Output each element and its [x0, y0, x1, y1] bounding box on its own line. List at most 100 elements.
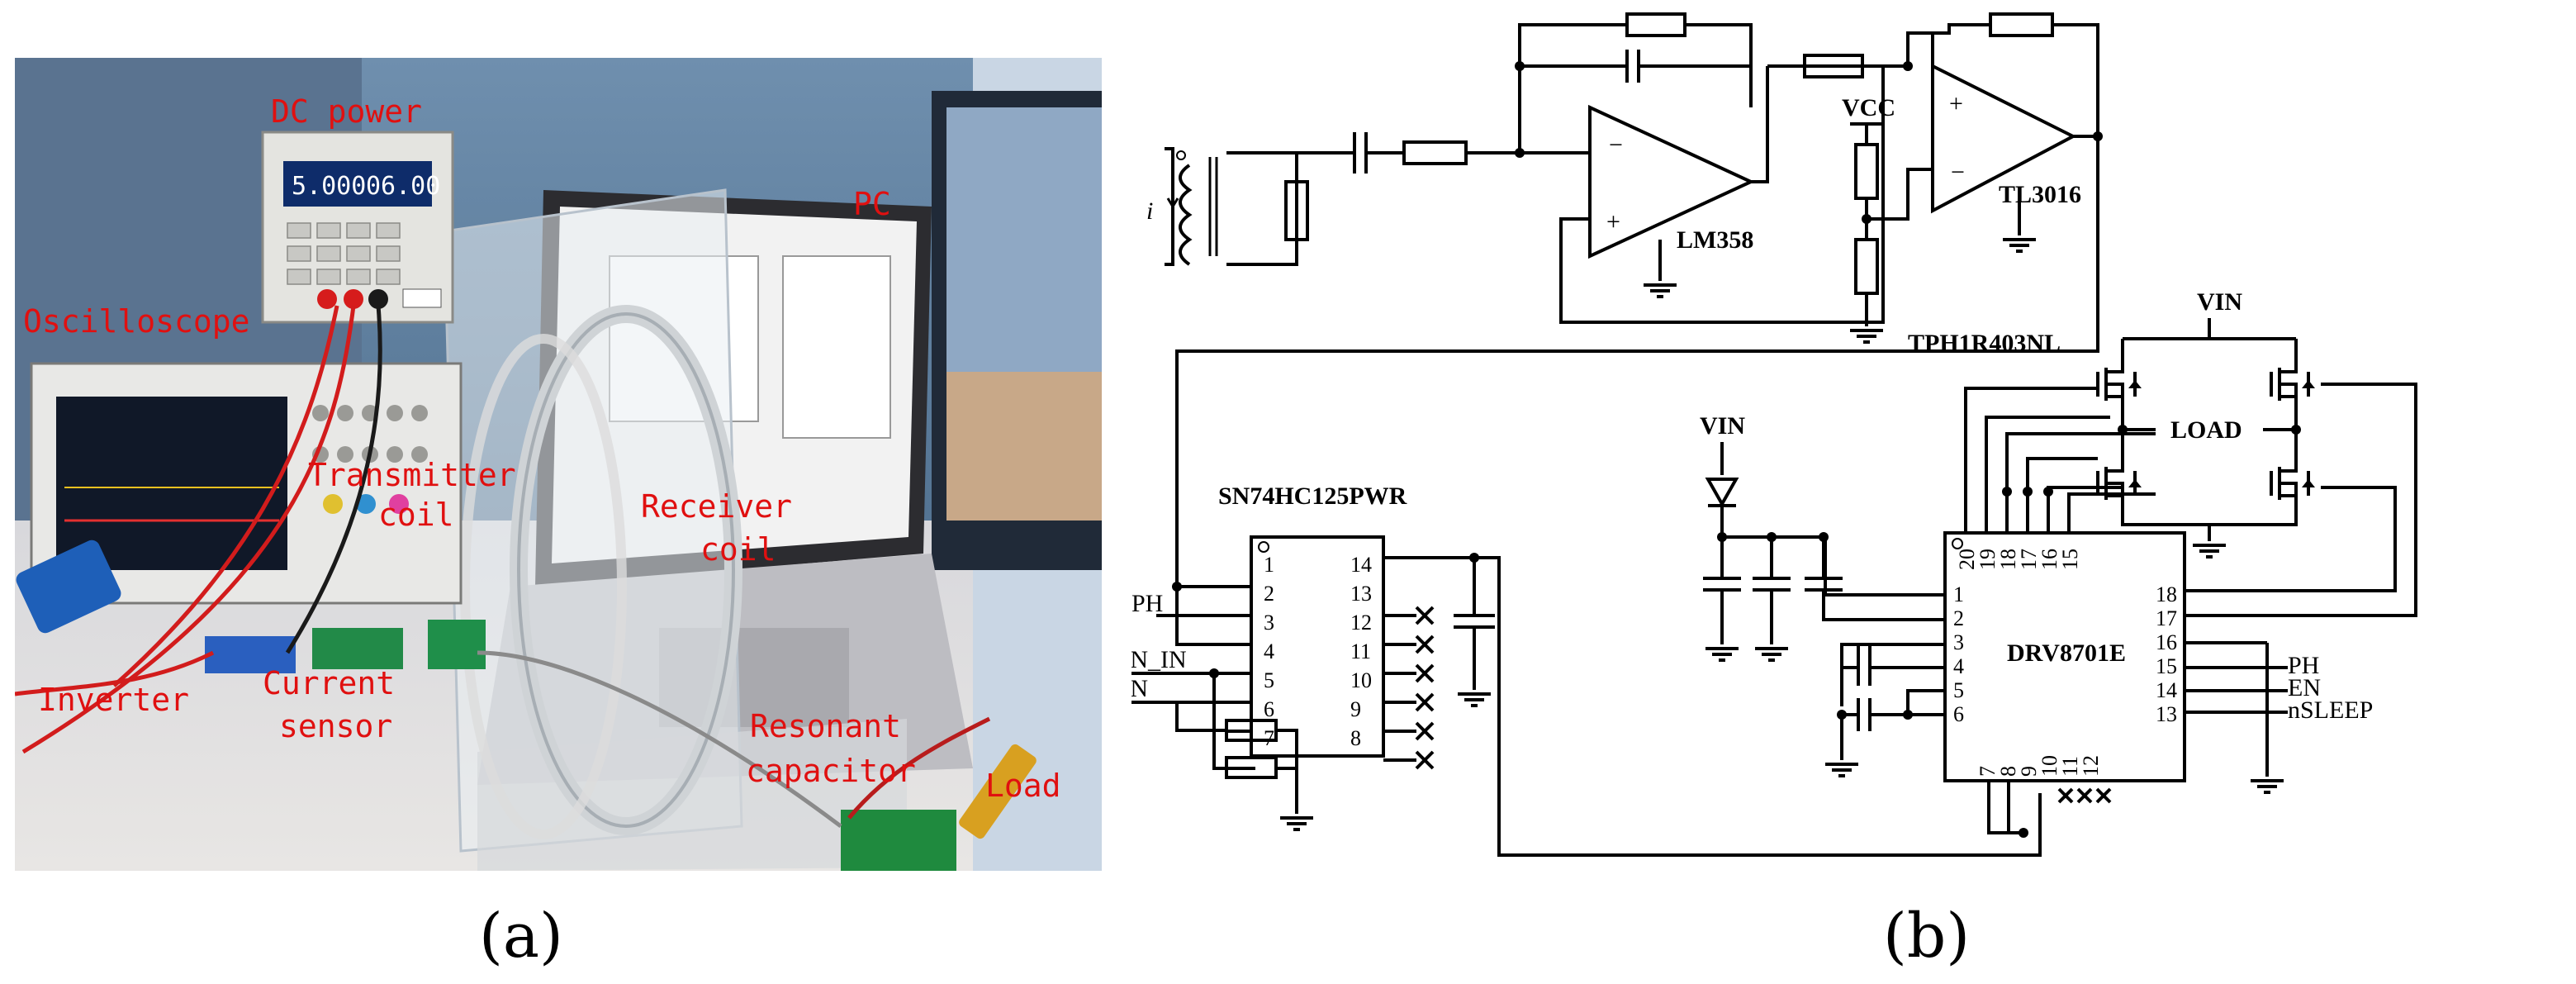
buffer-pin-2: 2 [1264, 582, 1274, 606]
drv-pin-bottom-9: 9 [2017, 766, 2041, 777]
load-label: LOAD [2170, 416, 2242, 444]
ground-icon [2251, 779, 2284, 794]
drv-pin-3: 3 [1953, 630, 1964, 654]
resonant-capacitor-board [841, 810, 956, 871]
drv-pin-6: 6 [1953, 702, 1964, 726]
svg-text:−: − [1609, 131, 1623, 159]
psu-current-display: 06.00 [366, 172, 440, 201]
current-symbol: i [1146, 197, 1153, 225]
h-bridge-mosfets [2096, 364, 2315, 504]
label-resonant-capacitor-2: capacitor [746, 753, 916, 789]
sn74hc125-label: SN74HC125PWR [1218, 482, 1407, 510]
vin-label-left: VIN [1700, 412, 1745, 440]
inverter-board [205, 636, 296, 673]
circuit-schematic: i − + LM358 VCC [1131, 12, 2417, 857]
caption-a: (a) [479, 901, 563, 972]
feedback-resistor [1625, 12, 1686, 37]
buffer-pin-12: 12 [1350, 611, 1372, 635]
ground-icon [1644, 283, 1677, 298]
x-mark [1383, 635, 1435, 654]
svg-text:+: + [1949, 90, 1963, 117]
drv-pin-13: 13 [2156, 702, 2177, 726]
signal-en-left: EN [1131, 675, 1148, 702]
label-dc-power: DC power [271, 93, 422, 130]
signal-ph-right: PH [2288, 652, 2319, 679]
mosfet-icon [2270, 364, 2315, 405]
ground-icon [2193, 544, 2226, 559]
drv-pin-17: 17 [2156, 606, 2177, 630]
oscilloscope [30, 362, 463, 605]
caption-b: (b) [1883, 901, 1971, 972]
buffer-pin-3: 3 [1264, 611, 1274, 635]
mosfet-icon [2096, 463, 2142, 504]
ground-icon [1458, 692, 1491, 707]
lm358-opamp: − + LM358 [1588, 104, 1755, 259]
divider-resistor-bottom [1854, 238, 1879, 295]
drv-pin-bottom-12: 12 [2079, 755, 2103, 777]
buffer-pin-13: 13 [1350, 582, 1372, 606]
diode-icon [1705, 478, 1739, 508]
ground-icon [1705, 647, 1788, 662]
drv-pin-top-18: 18 [1996, 549, 2020, 570]
x-mark [1383, 692, 1435, 712]
battery-pack [16, 540, 121, 634]
input-resistor [1402, 140, 1468, 165]
label-inverter: Inverter [38, 682, 189, 718]
buffer-pin-14: 14 [1350, 553, 1372, 577]
drv-pin-bottom-10: 10 [2038, 755, 2061, 777]
mosfet-icon [2270, 463, 2315, 504]
dc-power-supply: 5.000 06.00 [261, 131, 454, 324]
buffer-pin-11: 11 [1350, 639, 1371, 663]
ground-icon [1850, 329, 1883, 344]
input-capacitors [1703, 537, 1945, 644]
drv-pin-2: 2 [1953, 606, 1964, 630]
unused-pin-marks [1383, 606, 1435, 770]
label-load: Load [985, 768, 1061, 804]
mosfet-label: TPH1R403NL [1908, 330, 2061, 357]
current-transformer: i [1146, 147, 1218, 266]
x-mark [1383, 606, 1435, 625]
psu-voltage-display: 5.000 [292, 172, 366, 201]
buffer-pin-1: 1 [1264, 553, 1274, 577]
drv-pin-top-20: 20 [1955, 549, 1979, 570]
signal-ph-left: PH [1131, 590, 1163, 617]
drv-pin-4: 4 [1953, 654, 1964, 678]
drv-pin-18: 18 [2156, 582, 2177, 606]
unused-pin-marks [2057, 787, 2112, 804]
label-transmitter-coil-1: Transmitter [308, 457, 516, 493]
drv-pin-15: 15 [2156, 654, 2177, 678]
drv-pin-bottom-8: 8 [1996, 766, 2020, 777]
drv-pin-bottom-7: 7 [1976, 766, 2000, 777]
ground-icon [1280, 816, 1313, 831]
vcc-label: VCC [1842, 94, 1895, 121]
ground-icon [2003, 238, 2036, 253]
drv-pin-16: 16 [2156, 630, 2177, 654]
buffer-pin-6: 6 [1264, 697, 1274, 721]
x-mark [1383, 750, 1435, 770]
label-resonant-capacitor-1: Resonant [750, 708, 901, 744]
load-resistor [959, 744, 1037, 839]
signal-en-right: EN [2288, 674, 2321, 701]
buffer-pin-10: 10 [1350, 668, 1372, 692]
hysteresis-resistor [1989, 12, 2054, 37]
lm358-label: LM358 [1677, 226, 1753, 254]
buffer-pin-9: 9 [1350, 697, 1361, 721]
monitor [932, 91, 1102, 570]
ground-icon [1825, 763, 1858, 777]
vin-label-right: VIN [2197, 288, 2242, 316]
label-transmitter-coil-2: coil [378, 497, 454, 533]
buffer-pin-5: 5 [1264, 668, 1274, 692]
drv-pin-5: 5 [1953, 678, 1964, 702]
x-mark [1383, 721, 1435, 741]
tl3016-label: TL3016 [1999, 181, 2081, 208]
label-pc: PC [853, 186, 891, 222]
drv-pin-top-16: 16 [2038, 549, 2061, 570]
signal-en-in: EN_IN [1131, 646, 1187, 673]
buffer-pin-8: 8 [1350, 726, 1361, 750]
drv8701e-label: DRV8701E [2007, 639, 2126, 667]
drv-pin-1: 1 [1953, 582, 1964, 606]
test-wires [15, 305, 991, 829]
divider-resistor-top [1854, 143, 1879, 200]
